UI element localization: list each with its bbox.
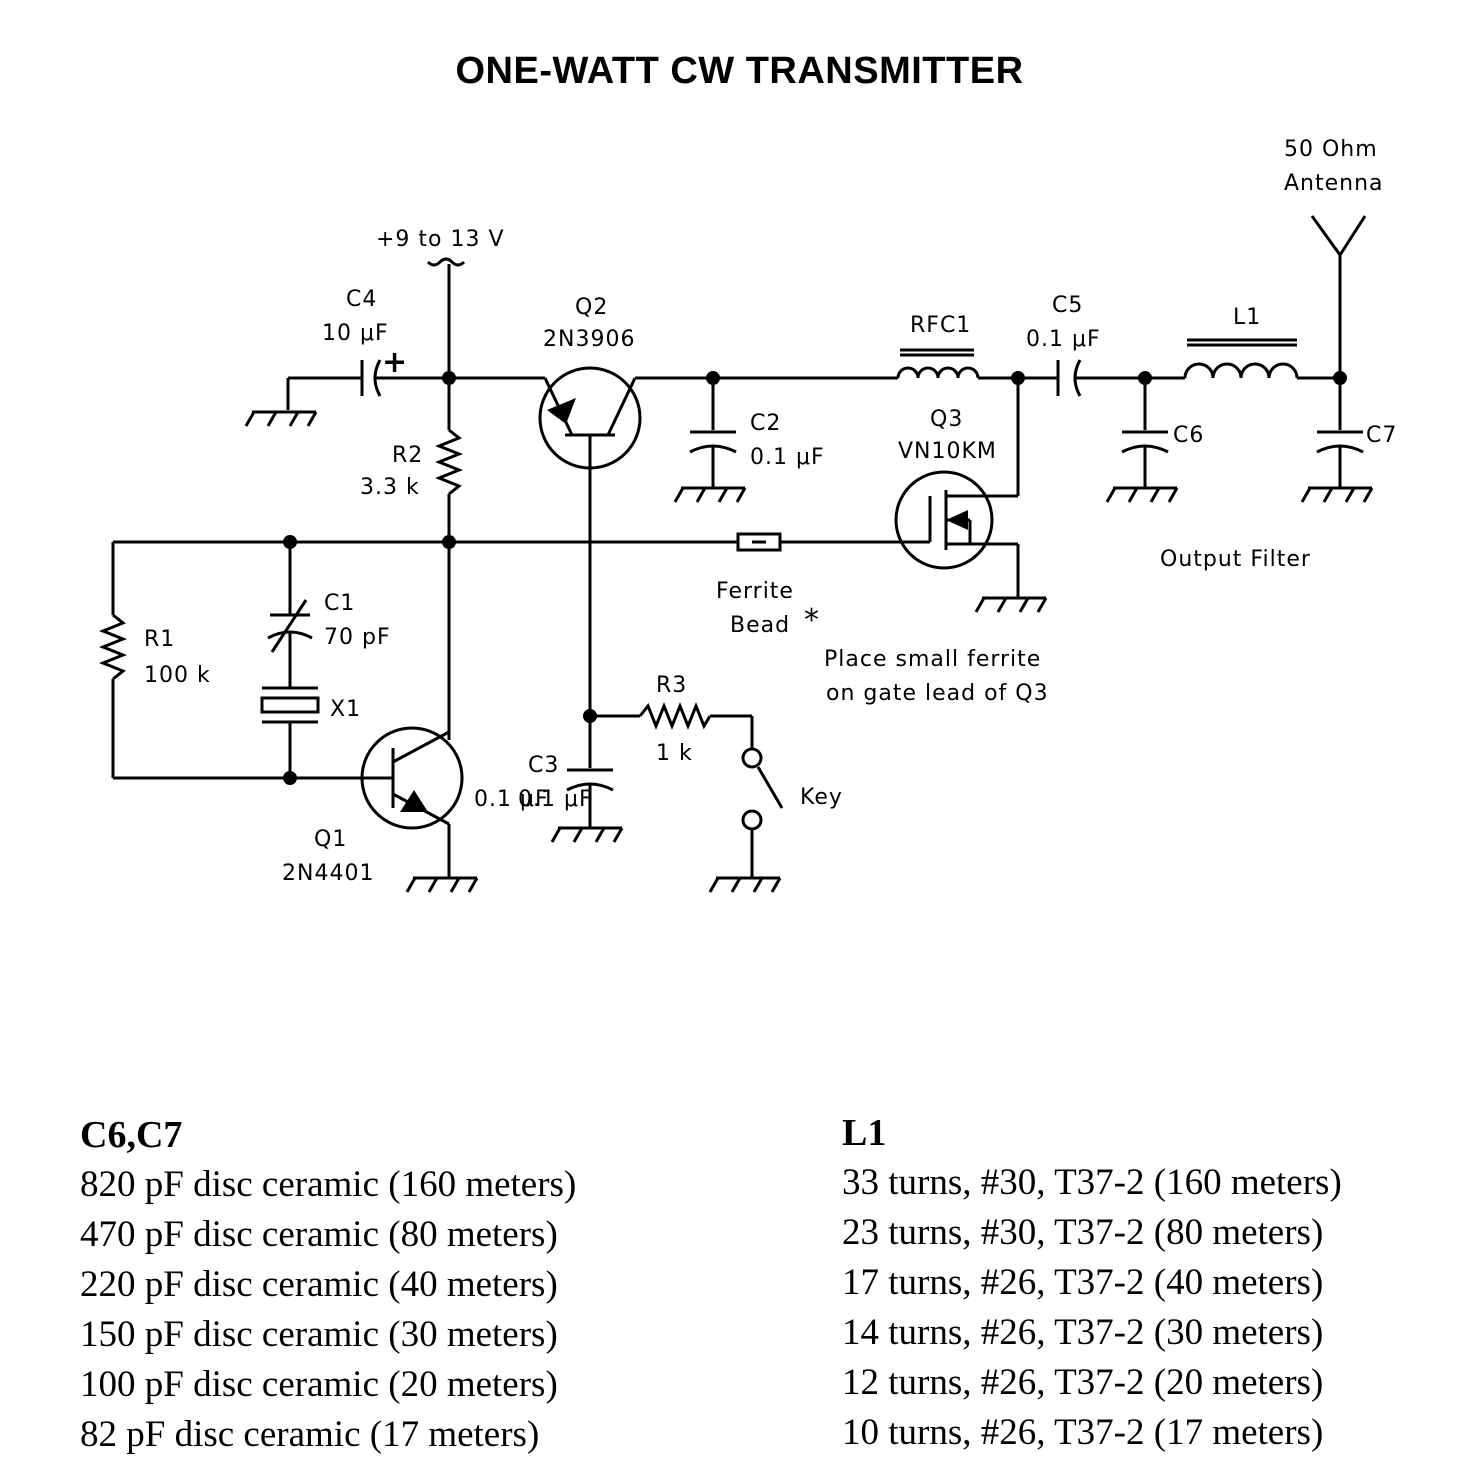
q3-part: VN10KM bbox=[898, 439, 997, 464]
q3-name: Q3 bbox=[930, 407, 963, 432]
c6c7-row: 820 pF disc ceramic (160 meters) bbox=[80, 1164, 577, 1205]
r1-value: 100 k bbox=[144, 663, 211, 688]
c6c7-row: 100 pF disc ceramic (20 meters) bbox=[80, 1364, 558, 1405]
l1-heading: L1 bbox=[842, 1112, 887, 1154]
r3-name: R3 bbox=[656, 673, 687, 698]
ferrite-label-1: Ferrite bbox=[716, 579, 794, 604]
schematic: +9 to 13 V 50 Ohm Antenna C4 10 μF + Q2 … bbox=[98, 137, 1397, 894]
r2-name: R2 bbox=[392, 443, 423, 468]
c6-name: C6 bbox=[1173, 423, 1204, 448]
note-line-2: on gate lead of Q3 bbox=[826, 681, 1049, 706]
c6c7-row: 220 pF disc ceramic (40 meters) bbox=[80, 1264, 558, 1305]
key-label: Key bbox=[800, 785, 843, 810]
note-line-1: Place small ferrite bbox=[824, 647, 1041, 672]
c2-value: 0.1 μF bbox=[750, 445, 825, 470]
supply-label: +9 to 13 V bbox=[376, 227, 505, 252]
l1-name: L1 bbox=[1233, 305, 1261, 330]
q1-name: Q1 bbox=[314, 827, 347, 852]
c5-name: C5 bbox=[1052, 293, 1083, 318]
l1-row: 14 turns, #26, T37-2 (30 meters) bbox=[842, 1312, 1324, 1353]
r3-value: 1 k bbox=[656, 741, 693, 766]
c4-name: C4 bbox=[346, 287, 377, 312]
asterisk: * bbox=[804, 603, 820, 638]
q2-part: 2N3906 bbox=[543, 327, 635, 352]
c1-value: 70 pF bbox=[324, 625, 391, 650]
c4-polarity: + bbox=[382, 345, 408, 380]
c1-name: C1 bbox=[324, 591, 355, 616]
c6c7-heading: C6,C7 bbox=[80, 1114, 183, 1156]
c4-value: 10 μF bbox=[322, 321, 389, 346]
q2-name: Q2 bbox=[575, 295, 608, 320]
rfc1-name: RFC1 bbox=[910, 313, 971, 338]
q1-part: 2N4401 bbox=[282, 861, 374, 886]
c3-name: C3 bbox=[528, 753, 559, 778]
l1-row: 10 turns, #26, T37-2 (17 meters) bbox=[842, 1412, 1324, 1453]
l1-row: 23 turns, #30, T37-2 (80 meters) bbox=[842, 1212, 1324, 1253]
c6c7-row: 470 pF disc ceramic (80 meters) bbox=[80, 1214, 558, 1255]
output-filter-label: Output Filter bbox=[1160, 547, 1311, 572]
c6c7-table: C6,C7 820 pF disc ceramic (160 meters) 4… bbox=[80, 1110, 576, 1460]
l1-row: 33 turns, #30, T37-2 (160 meters) bbox=[842, 1162, 1342, 1203]
x1-name: X1 bbox=[330, 697, 361, 722]
antenna-label-2: Antenna bbox=[1284, 171, 1384, 196]
r2-value: 3.3 k bbox=[360, 475, 420, 500]
r1-name: R1 bbox=[144, 627, 175, 652]
diagram-title: ONE-WATT CW TRANSMITTER bbox=[455, 50, 1024, 92]
c3-value: 0.1 μF bbox=[518, 787, 593, 812]
ferrite-label-2: Bead bbox=[730, 613, 790, 638]
l1-row: 17 turns, #26, T37-2 (40 meters) bbox=[842, 1262, 1324, 1303]
c6c7-row: 82 pF disc ceramic (17 meters) bbox=[80, 1414, 540, 1455]
antenna-label-1: 50 Ohm bbox=[1284, 137, 1378, 162]
c7-name: C7 bbox=[1366, 423, 1397, 448]
q1-side-value: 0.1 μF bbox=[474, 787, 549, 812]
l1-row: 12 turns, #26, T37-2 (20 meters) bbox=[842, 1362, 1324, 1403]
l1-table: L1 33 turns, #30, T37-2 (160 meters) 23 … bbox=[842, 1108, 1342, 1458]
c2-name: C2 bbox=[750, 411, 781, 436]
c5-value: 0.1 μF bbox=[1026, 327, 1101, 352]
c6c7-row: 150 pF disc ceramic (30 meters) bbox=[80, 1314, 558, 1355]
